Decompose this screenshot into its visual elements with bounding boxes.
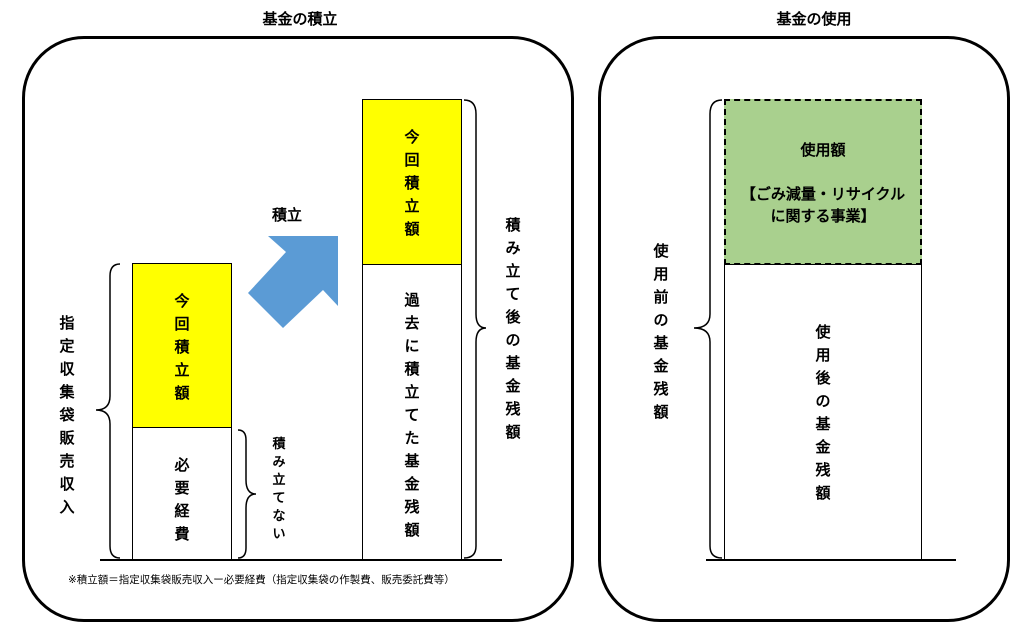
current-accumulation-label-2: 今 回 積 立 額 [404, 128, 420, 238]
right-baseline [706, 559, 956, 561]
current-accumulation-box-1: 今 回 積 立 額 [132, 263, 232, 428]
before-use-brace [693, 99, 723, 559]
after-use-balance-box: 使 用 後 の 基 金 残 額 [724, 264, 922, 560]
before-use-balance-label: 使 用 前 の 基 金 残 額 [653, 242, 669, 421]
current-accumulation-box-2: 今 回 積 立 額 [362, 99, 462, 265]
after-balance-label: 積 み 立 て 後 の 基 金 残 額 [505, 216, 521, 441]
left-baseline [100, 559, 502, 561]
necessary-expenses-label: 必 要 経 費 [174, 456, 190, 543]
right-panel-title: 基金の使用 [776, 10, 852, 28]
left-panel-title: 基金の積立 [262, 10, 338, 28]
usage-detail-line1: 【ごみ減量・リサイクル [740, 185, 906, 203]
usage-amount-label: 使用額 [800, 141, 846, 159]
expenses-brace [237, 429, 257, 559]
accumulation-arrow [248, 236, 338, 328]
revenue-brace [95, 263, 121, 559]
current-accumulation-label-1: 今 回 積 立 額 [174, 292, 190, 402]
after-use-balance-label: 使 用 後 の 基 金 残 額 [815, 323, 831, 502]
footnote: ※積立額＝指定収集袋販売収入ー必要経費（指定収集袋の作製費、販売委託費等） [68, 574, 455, 586]
usage-detail-line2: に関する事業】 [770, 207, 876, 225]
past-balance-box: 過 去 に 積 立 て た 基 金 残 額 [362, 264, 462, 560]
accumulation-arrow-label: 積立 [272, 206, 303, 224]
usage-amount-box: 使用額 【ごみ減量・リサイクル に関する事業】 [724, 99, 922, 265]
not-accumulated-label: 積 み 立 て な い [272, 437, 286, 542]
past-balance-label: 過 去 に 積 立 て た 基 金 残 額 [404, 291, 420, 539]
after-balance-brace [463, 99, 487, 559]
collection-revenue-label: 指 定 収 集 袋 販 売 収 入 [59, 314, 75, 516]
necessary-expenses-box: 必 要 経 費 [132, 427, 232, 560]
